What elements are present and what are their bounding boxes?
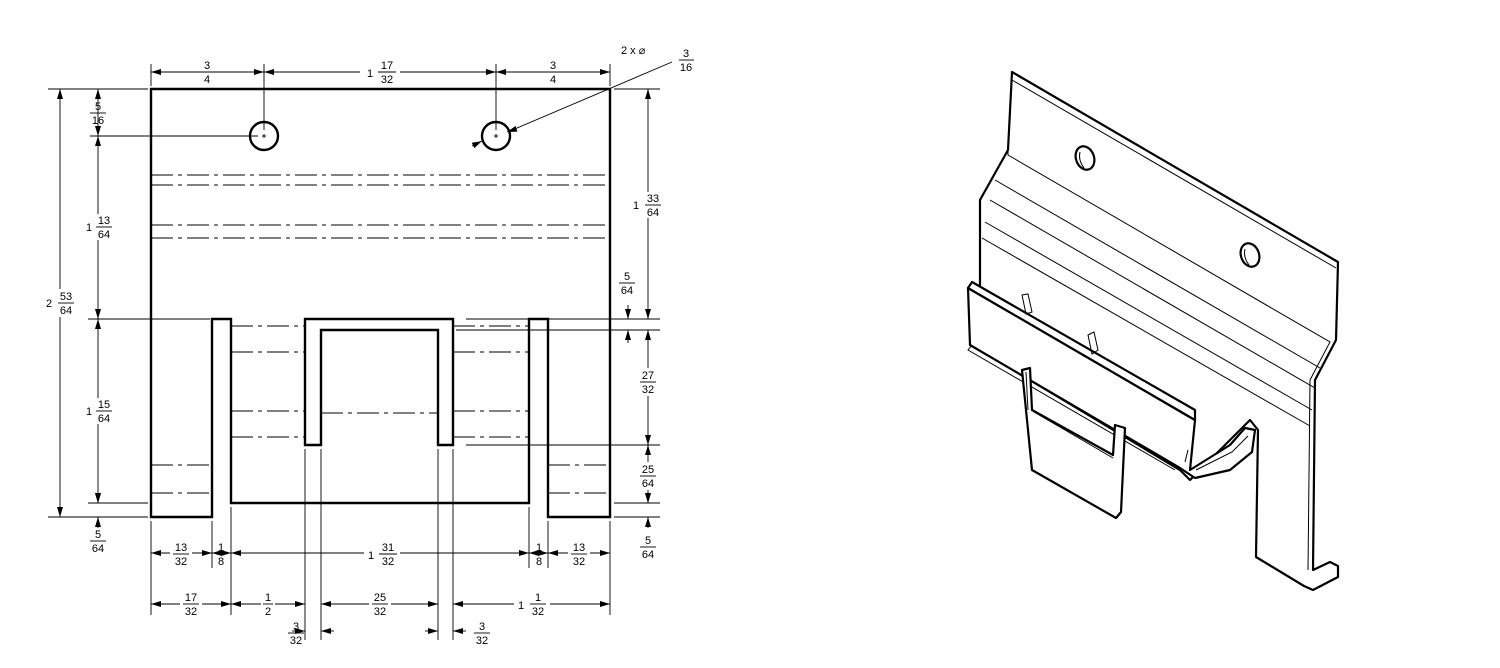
svg-text:64: 64 bbox=[92, 543, 104, 555]
svg-text:4: 4 bbox=[204, 74, 210, 86]
part-outline bbox=[149, 87, 612, 519]
svg-text:1: 1 bbox=[86, 222, 92, 234]
svg-text:5: 5 bbox=[645, 535, 651, 547]
svg-text:1: 1 bbox=[633, 200, 639, 212]
svg-text:64: 64 bbox=[621, 285, 633, 297]
dim-right-bottom-small: 5 64 bbox=[640, 535, 656, 561]
dim-upper-left-height: 1 13 64 bbox=[82, 214, 114, 241]
svg-text:32: 32 bbox=[476, 635, 488, 647]
isometric-view bbox=[966, 70, 1340, 592]
dim-hole-from-top: 5 16 bbox=[90, 101, 106, 127]
svg-text:4: 4 bbox=[550, 74, 556, 86]
svg-text:1: 1 bbox=[535, 592, 541, 604]
svg-text:1: 1 bbox=[218, 542, 224, 554]
svg-text:64: 64 bbox=[60, 305, 72, 317]
svg-text:32: 32 bbox=[374, 606, 386, 618]
dim-row2-left: 17 32 bbox=[180, 592, 202, 618]
dim-hole-callout: 2 x ⌀ 3 16 bbox=[621, 45, 694, 74]
dim-lower-left-height: 1 15 64 bbox=[82, 398, 114, 425]
svg-text:1: 1 bbox=[518, 600, 524, 612]
svg-text:2: 2 bbox=[265, 606, 271, 618]
svg-text:32: 32 bbox=[175, 556, 187, 568]
svg-text:33: 33 bbox=[647, 193, 659, 205]
front-view: 2 x ⌀ 3 16 3 4 1 17 32 3 4 bbox=[42, 45, 694, 647]
svg-text:5: 5 bbox=[624, 271, 630, 283]
dim-row1-left-leg: 13 32 bbox=[170, 542, 192, 568]
svg-text:5: 5 bbox=[95, 529, 101, 541]
svg-text:64: 64 bbox=[642, 549, 654, 561]
svg-text:1: 1 bbox=[265, 592, 271, 604]
iso-front-lip bbox=[966, 280, 1197, 422]
svg-text:2: 2 bbox=[46, 298, 52, 310]
svg-text:3: 3 bbox=[293, 621, 299, 633]
svg-text:13: 13 bbox=[175, 542, 187, 554]
dim-top-right-width: 3 4 bbox=[548, 60, 558, 86]
svg-text:32: 32 bbox=[290, 635, 302, 647]
center-tab-outline bbox=[303, 317, 455, 447]
iso-hole-right bbox=[1239, 242, 1261, 268]
svg-text:15: 15 bbox=[98, 399, 110, 411]
svg-text:27: 27 bbox=[642, 370, 654, 382]
svg-text:32: 32 bbox=[642, 384, 654, 396]
svg-text:64: 64 bbox=[647, 207, 659, 219]
iso-plate-thickness bbox=[1007, 72, 1337, 571]
dim-hole-spacing: 1 17 32 bbox=[360, 60, 400, 86]
svg-text:2 x ⌀: 2 x ⌀ bbox=[621, 45, 646, 57]
iso-hole-left bbox=[1074, 145, 1096, 171]
svg-text:32: 32 bbox=[573, 556, 585, 568]
dim-row1-left-strip: 1 8 bbox=[216, 542, 226, 568]
dim-row2-right: 1 1 32 bbox=[514, 592, 550, 618]
dim-right-lower: 25 64 bbox=[636, 462, 660, 490]
dim-row2-slot: 25 32 bbox=[369, 592, 391, 618]
svg-text:16: 16 bbox=[680, 62, 692, 74]
svg-text:64: 64 bbox=[98, 229, 110, 241]
svg-text:25: 25 bbox=[374, 592, 386, 604]
svg-text:32: 32 bbox=[382, 556, 394, 568]
svg-text:17: 17 bbox=[381, 60, 393, 72]
svg-text:64: 64 bbox=[642, 478, 654, 490]
svg-text:1: 1 bbox=[86, 406, 92, 418]
dim-row1-center: 1 31 32 bbox=[364, 542, 400, 568]
dimension-labels: 2 x ⌀ 3 16 3 4 1 17 32 3 4 bbox=[42, 45, 694, 647]
dim-row1-right-leg: 13 32 bbox=[568, 542, 590, 568]
svg-text:5: 5 bbox=[95, 101, 101, 113]
svg-text:13: 13 bbox=[98, 215, 110, 227]
iso-front-tab-edges bbox=[1025, 371, 1114, 459]
iso-bend-lines bbox=[981, 179, 1321, 427]
svg-text:31: 31 bbox=[382, 542, 394, 554]
svg-text:17: 17 bbox=[185, 592, 197, 604]
dim-bottom-left-small: 5 64 bbox=[90, 529, 106, 555]
svg-text:16: 16 bbox=[92, 115, 104, 127]
dim-row3-left-wall: 3 32 bbox=[288, 621, 304, 647]
svg-text:1: 1 bbox=[536, 542, 542, 554]
svg-text:1: 1 bbox=[368, 550, 374, 562]
svg-text:8: 8 bbox=[218, 556, 224, 568]
iso-channel-slots bbox=[1021, 293, 1099, 355]
dim-right-upper-height: 1 33 64 bbox=[630, 192, 666, 219]
dim-row2-half: 1 2 bbox=[261, 592, 275, 618]
svg-text:3: 3 bbox=[683, 48, 689, 60]
dim-overall-height: 2 53 64 bbox=[42, 289, 78, 317]
iso-u-channel bbox=[966, 286, 1257, 480]
svg-text:32: 32 bbox=[381, 74, 393, 86]
dim-top-left-width: 3 4 bbox=[202, 60, 212, 86]
dim-row1-right-strip: 1 8 bbox=[534, 542, 544, 568]
svg-text:3: 3 bbox=[479, 621, 485, 633]
svg-text:64: 64 bbox=[98, 413, 110, 425]
iso-front-tab bbox=[1020, 366, 1127, 520]
svg-text:13: 13 bbox=[573, 542, 585, 554]
dim-right-slot-height: 27 32 bbox=[636, 368, 660, 396]
bend-lines bbox=[151, 174, 610, 494]
dim-row3-right-wall: 3 32 bbox=[474, 621, 490, 647]
svg-text:8: 8 bbox=[536, 556, 542, 568]
svg-text:25: 25 bbox=[642, 464, 654, 476]
dim-right-gap: 5 64 bbox=[619, 271, 635, 297]
svg-text:53: 53 bbox=[60, 291, 72, 303]
svg-text:1: 1 bbox=[367, 68, 373, 80]
svg-text:3: 3 bbox=[204, 60, 210, 72]
svg-text:32: 32 bbox=[185, 606, 197, 618]
svg-text:3: 3 bbox=[550, 60, 556, 72]
svg-text:32: 32 bbox=[532, 606, 544, 618]
